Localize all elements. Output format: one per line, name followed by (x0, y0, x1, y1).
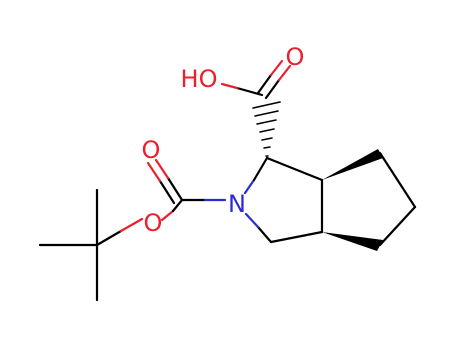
bond-ester-c (171, 198, 184, 213)
bond-boc-co-a-o (154, 158, 170, 180)
atom-n-label: N (228, 190, 246, 218)
wedge-c3a-c4 (322, 149, 383, 180)
atom-o-boc-label: O (142, 136, 161, 164)
bond-boc-co-a (166, 176, 184, 202)
bond-n-c1 (252, 156, 269, 182)
bond-c3-n-n (244, 212, 260, 229)
bond-ester-o-c (160, 209, 175, 222)
hashed-bond-c1-cooh (252, 101, 281, 157)
bond-c4-c5 (378, 151, 417, 209)
bond-acid-c-oh (235, 86, 264, 97)
atom-o-acid-label: O (286, 43, 305, 71)
bond-c6a-c3 (269, 230, 324, 244)
bond-c1-c3a (265, 156, 324, 182)
atom-o-ester-label: O (144, 209, 163, 237)
bond-n-c1-n (243, 178, 256, 195)
bond-c5-c6 (378, 205, 417, 247)
bond-acid-co-a (264, 78, 281, 100)
bond-acid-co-a-o (277, 64, 292, 82)
bond-boc-co-b (158, 179, 176, 205)
bond-tbu-ester-o (119, 217, 144, 233)
bond-tbu-ester (95, 229, 123, 247)
bond-acid-co-b (256, 73, 273, 95)
atom-oh-label: HO (181, 65, 218, 93)
bond-acid-c-oh-o (220, 82, 239, 90)
bond-boc-co-b-o (146, 161, 162, 183)
bond-acid-co-b-o (269, 59, 284, 77)
wedge-c6a-c6 (322, 232, 383, 251)
bond-c3-n (256, 225, 273, 244)
